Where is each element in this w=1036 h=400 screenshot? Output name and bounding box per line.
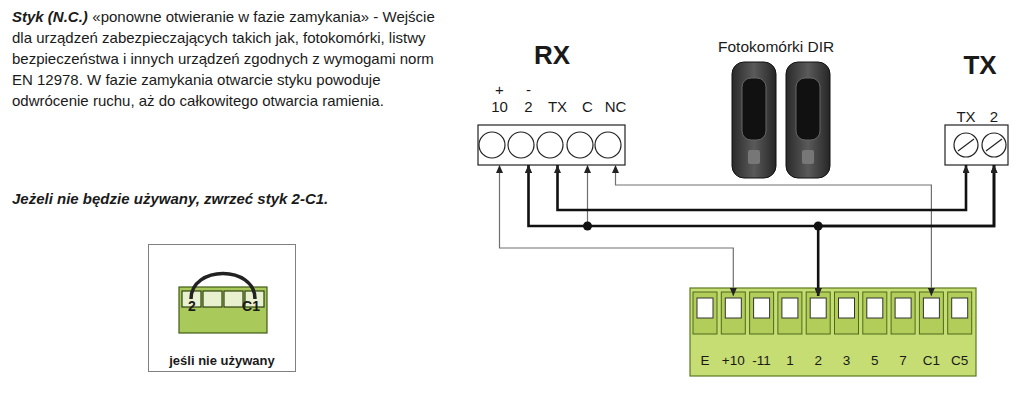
terminal-opening [782,298,798,318]
terminal: TX [543,70,572,165]
screw-hole [537,132,563,158]
terminal-cell [721,292,745,334]
terminal-opening [867,298,883,318]
connector-opening [224,291,243,307]
pin-label: C5 [951,352,968,369]
terminal: -2 [514,70,543,165]
pin-label: + [495,81,504,98]
board-terminal-strip [690,288,976,376]
pin-label: +10 [722,352,745,369]
pin-label: 10 [491,98,508,115]
pin-label: 1 [786,352,794,369]
screw-hole [479,132,505,158]
junction-dot [583,222,592,231]
tx-screws [954,133,1006,157]
pin-label: TX [956,108,975,125]
pin-label: 2 [990,108,998,125]
terminal-opening [839,298,855,318]
pin-label: 7 [899,352,907,369]
pin-label: C1 [923,352,940,369]
terminal-cell [693,292,717,334]
pin-label: - [526,81,531,98]
wire [818,165,994,296]
pin-label: 5 [871,352,879,369]
pin-label: NC [605,98,627,115]
terminal: 3 [833,296,861,372]
junction-dot [814,222,823,231]
terminal: C [573,70,602,165]
terminal: +10 [719,296,747,372]
caption: jeśli nie używany [149,353,295,368]
intro-paragraph: Styk (N.C.)«ponowne otwieranie w fazie z… [12,6,444,111]
wire [529,165,995,226]
terminal-opening [697,298,713,318]
terminal: TX [952,108,980,165]
terminal-opening [725,298,741,318]
wire [616,165,932,296]
terminal-cell [863,292,887,334]
pin-label: TX [548,98,567,115]
pin-row: 2 C1 [188,297,260,315]
pin-label: 2 [814,352,822,369]
terminal: 5 [861,296,889,372]
pin-label: C [582,98,593,115]
pin-label: 3 [843,352,851,369]
board-terminal-cells [693,292,972,334]
terminal: C5 [946,296,974,372]
terminal-opening [923,298,939,318]
terminal-opening [754,298,770,318]
pin-label: C1 [242,297,260,315]
terminal: 1 [776,296,804,372]
tx-terminal-block [945,125,1008,165]
pin-label: 2 [188,297,196,315]
terminal: -11 [748,296,776,372]
terminal: 7 [889,296,917,372]
jumper-wire [191,274,255,300]
connector-opening [203,291,222,307]
screw-hole [508,132,534,158]
terminal-cell [835,292,859,334]
jumper-box: 2 C1 jeśli nie używany [148,244,296,372]
terminal: NC [601,70,630,165]
wire [558,165,967,210]
rx-screws [479,132,621,158]
pin-label: E [700,352,709,369]
photocell-illustration [732,62,830,178]
terminal-cell [806,292,830,334]
photocell-label: Fotokomórki DIR [718,38,834,56]
terminal-cell [778,292,802,334]
terminal-cell [891,292,915,334]
terminal-cell [750,292,774,334]
terminal-block: TX TX 2 [940,50,1020,165]
terminal: +10 [485,70,514,165]
screw-hole [595,132,621,158]
terminal-opening [895,298,911,318]
block-title: TX [940,50,1020,80]
contact-title: Styk (N.C.) [12,8,88,25]
note: Jeżeli nie będzie używany, zwrzeć styk 2… [12,190,328,207]
terminal-cell [948,292,972,334]
terminal-cell [919,292,943,334]
block-title: RX [470,40,635,70]
screw-hole [567,132,593,158]
pin-label: 2 [524,98,532,115]
terminal: E [691,296,719,372]
rx-terminal-block [478,125,625,165]
terminal-block: RX+10-2TXCNC [470,40,635,165]
terminal: 2 [980,108,1008,165]
terminal-opening [810,298,826,318]
pin-label: -11 [752,352,771,369]
terminal: C1 [917,296,945,372]
terminal-opening [952,298,968,318]
terminal: 2 [804,296,832,372]
